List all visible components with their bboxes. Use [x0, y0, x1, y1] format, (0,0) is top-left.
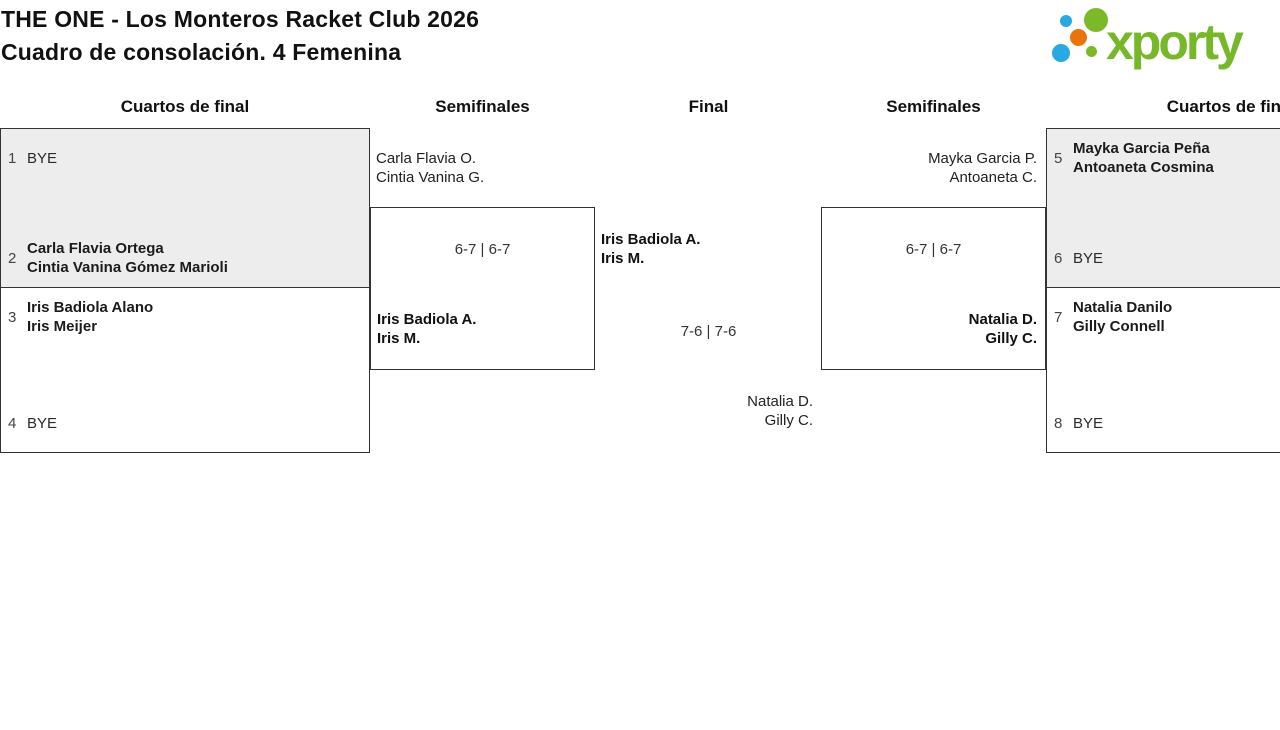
team-name: Iris Badiola Alano Iris Meijer: [27, 298, 153, 336]
team-name: Natalia Danilo Gilly Connell: [1073, 298, 1172, 336]
team-slot-seed-7: 7 Natalia Danilo Gilly Connell: [1047, 298, 1280, 336]
qf-match-4: 7 Natalia Danilo Gilly Connell 8 BYE: [1046, 287, 1280, 453]
player-1: Natalia Danilo: [1073, 299, 1173, 316]
page-title: THE ONE - Los Monteros Racket Club 2026 …: [1, 3, 479, 69]
player-2: Antoaneta Cosmina: [1073, 159, 1214, 176]
logo-wordmark: xporty: [1106, 14, 1244, 70]
final-bottom-team: Natalia D. Gilly C.: [747, 392, 813, 430]
sf-left-score: 6-7 | 6-7: [454, 241, 511, 258]
qf-match-2: 3 Iris Badiola Alano Iris Meijer 4 BYE: [0, 287, 370, 453]
round-header-quarterfinals-right: Cuartos de final: [1166, 97, 1280, 116]
team-name: BYE: [27, 414, 58, 432]
team-name: Mayka Garcia Peña Antoaneta Cosmina: [1073, 139, 1214, 177]
player-1: Iris Badiola A.: [601, 231, 701, 248]
seed-number: 1: [8, 149, 17, 167]
team-slot-seed-8: 8 BYE: [1047, 404, 1280, 442]
sf-left-match: 6-7 | 6-7 Iris Badiola A. Iris M.: [370, 207, 595, 370]
seed-number: 5: [1054, 149, 1063, 167]
team-slot-seed-4: 4 BYE: [1, 404, 369, 442]
team-name: BYE: [1073, 249, 1104, 267]
player-2: Gilly C.: [985, 330, 1037, 347]
seed-number: 4: [8, 414, 17, 432]
final-score: 7-6 | 7-6: [680, 323, 737, 340]
sf-left-top-team: Carla Flavia O. Cintia Vanina G.: [376, 149, 484, 187]
player-2: Cintia Vanina G.: [376, 169, 485, 186]
player-2: Gilly Connell: [1073, 318, 1165, 335]
player-1: Natalia D.: [747, 393, 813, 410]
team-slot-seed-3: 3 Iris Badiola Alano Iris Meijer: [1, 298, 369, 336]
team-name: Carla Flavia Ortega Cintia Vanina Gómez …: [27, 239, 228, 277]
player-2: Iris M.: [601, 250, 645, 267]
team-slot-seed-1: 1 BYE: [1, 139, 369, 177]
round-header-semifinals-right: Semifinales: [886, 97, 981, 116]
player-1: Iris Badiola A.: [377, 311, 477, 328]
player-1: Mayka Garcia P.: [928, 150, 1037, 167]
round-header-quarterfinals-left: Cuartos de final: [120, 97, 250, 116]
sf-left-winner-team: Iris Badiola A. Iris M.: [377, 310, 476, 348]
seed-number: 3: [8, 308, 17, 326]
player-1: Iris Badiola Alano: [27, 299, 154, 316]
xporty-logo[interactable]: xporty: [1048, 0, 1278, 70]
round-header-final: Final: [688, 97, 729, 116]
logo-dot-blue-large-icon: [1052, 44, 1070, 62]
tournament-title: THE ONE - Los Monteros Racket Club 2026: [1, 6, 480, 32]
logo-dot-orange-icon: [1070, 29, 1087, 46]
round-header-semifinals-left: Semifinales: [435, 97, 530, 116]
seed-number: 2: [8, 249, 17, 267]
seed-number: 6: [1054, 249, 1063, 267]
seed-number: 8: [1054, 414, 1063, 432]
logo-dot-green-small-icon: [1086, 46, 1097, 57]
logo-dot-blue-small-icon: [1060, 15, 1072, 27]
sf-right-top-team: Mayka Garcia P. Antoaneta C.: [928, 149, 1037, 187]
team-name: BYE: [27, 149, 58, 167]
seed-number: 7: [1054, 308, 1063, 326]
team-name: BYE: [1073, 414, 1104, 432]
player-1: Mayka Garcia Peña: [1073, 140, 1210, 157]
player-1: Carla Flavia O.: [376, 150, 477, 167]
player-2: Iris Meijer: [27, 318, 98, 335]
team-slot-seed-5: 5 Mayka Garcia Peña Antoaneta Cosmina: [1047, 139, 1280, 177]
sf-right-match: 6-7 | 6-7 Natalia D. Gilly C.: [821, 207, 1046, 370]
player-2: Iris M.: [377, 330, 421, 347]
team-slot-seed-6: 6 BYE: [1047, 239, 1280, 277]
player-1: Natalia D.: [968, 311, 1037, 328]
player-2: Gilly C.: [764, 412, 813, 429]
player-1: Carla Flavia Ortega: [27, 240, 164, 257]
logo-dot-green-large-icon: [1084, 8, 1108, 32]
qf-match-3: 5 Mayka Garcia Peña Antoaneta Cosmina 6 …: [1046, 128, 1280, 288]
qf-match-1: 1 BYE 2 Carla Flavia Ortega Cintia Vanin…: [0, 128, 370, 288]
sf-right-winner-team: Natalia D. Gilly C.: [969, 310, 1037, 348]
player-2: Antoaneta C.: [949, 169, 1037, 186]
final-top-team: Iris Badiola A. Iris M.: [601, 230, 700, 268]
sf-right-score: 6-7 | 6-7: [905, 241, 962, 258]
team-slot-seed-2: 2 Carla Flavia Ortega Cintia Vanina Góme…: [1, 239, 369, 277]
player-2: Cintia Vanina Gómez Marioli: [27, 259, 228, 276]
draw-subtitle: Cuadro de consolación. 4 Femenina: [1, 39, 402, 65]
